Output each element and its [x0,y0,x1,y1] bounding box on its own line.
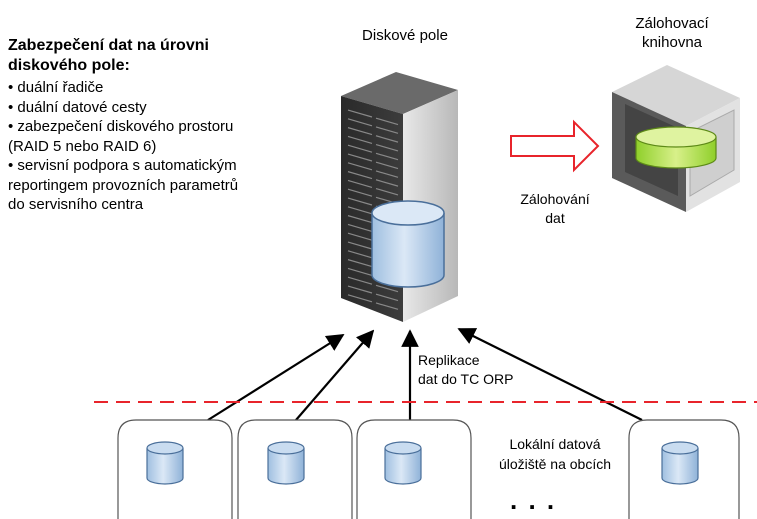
feature-item: • duální datové cesty [8,98,147,116]
rack-drive-slot [347,127,373,136]
backup-library-device [612,65,740,212]
backup-library-label-line-2: knihovna [641,34,703,51]
rack-drive-slot [347,232,373,241]
rack-drive-slot [347,135,373,144]
rack-drive-slot [375,161,399,170]
backup-arrow [510,119,600,173]
disk-array-label: Diskové pole [362,27,448,44]
feature-item: • zabezpečení diskového prostoru [8,118,234,135]
rack-drive-slot [347,171,373,180]
rack-drive-slot [375,293,399,302]
backup-library-label-line-1: Zálohovací [635,15,709,32]
rack-drive-slot [375,143,399,152]
heading-line-1: Zabezpečení dat na úrovni [8,37,209,54]
rack-drive-slot [347,267,373,276]
rack-drive-slot [347,223,373,232]
rack-drive-slot [375,135,399,143]
backup-arrow-label: Zálohování dat [500,190,610,228]
rack-drive-slot [347,197,373,206]
local-storage-label: Lokální datová úložiště na obcích [486,434,624,474]
backup-arrow-label-line-1: Zálohování [520,191,590,207]
rack-drive-slot [347,259,373,268]
rack-drive-slot [375,179,399,187]
feature-item: do servisního centra [8,196,144,213]
rack-drive-slot [375,117,399,126]
rack-drive-slot [347,153,373,162]
rack-drive-slot [375,284,399,293]
backup-arrow-label-line-2: dat [545,210,565,226]
rack-drive-slot [347,109,373,118]
rack-drive-slot [347,179,373,188]
rack-drive-slot [375,152,399,161]
arrow-from-storage-2 [295,329,375,421]
more-storages-ellipsis: . . . [510,485,557,515]
storage-cylinder-icon [146,441,184,485]
feature-item: (RAID 5 nebo RAID 6) [8,137,157,155]
arrow-from-storage-4 [457,328,643,421]
left-panel-heading: Zabezpečení dat na úrovni diskového pole… [8,36,338,76]
rack-drive-slot [347,276,373,285]
rack-drive-slot [347,285,373,294]
feature-list: • duální řadiče • duální datové cesty • … [8,78,338,215]
rack-drive-slot [375,302,399,310]
rack-drive-slot [347,206,373,215]
rack-drive-slot [347,215,373,224]
feature-item: • duální řadiče [8,79,104,96]
local-storage-boxes [117,419,740,519]
rack-drive-slot [347,188,373,197]
rack-drive-slot [375,126,399,134]
replication-label-line-1: Replikace [418,352,480,368]
heading-line-2: diskového pole: [8,57,130,74]
storage-cylinder-icon [384,441,422,485]
backup-library-label: Zálohovací knihovna [612,14,732,52]
local-storage-label-line-2: úložiště na obcích [498,456,612,472]
rack-drive-slot [375,187,399,196]
replication-arrows [207,328,643,421]
rack-drive-slot [347,294,373,303]
local-storage-label-line-1: Lokální datová [509,436,601,452]
rack-drive-slot [347,162,373,171]
replication-label-line-2: dat do TC ORP [418,371,514,387]
feature-item: reportingem provozních parametrů [8,176,239,194]
storage-cylinder-icon [661,441,699,485]
feature-item: • servisní podpora s automatickým [8,157,237,174]
disk-array-cylinder [371,200,445,288]
arrow-from-storage-1 [207,334,345,421]
storage-cylinder-icon [267,441,305,485]
rack-drive-slot [347,250,373,259]
rack-drive-slot [347,241,373,250]
rack-drive-slot [375,170,399,178]
rack-drive-slot [347,118,373,127]
replication-label: Replikace dat do TC ORP [418,351,568,389]
rack-drive-slot [347,144,373,153]
